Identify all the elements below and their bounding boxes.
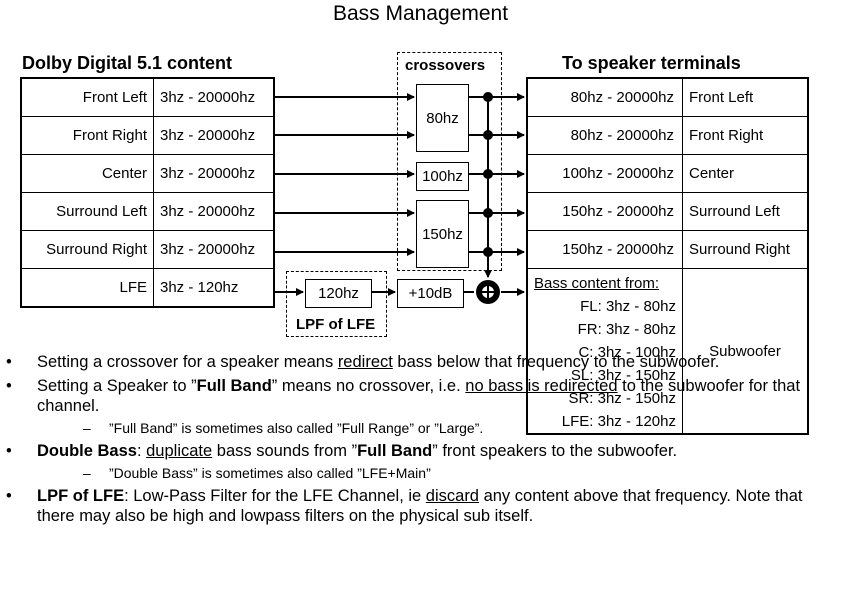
junction-dot [483,208,493,218]
note-emphasis: redirect [337,353,393,371]
bass-heading: Bass content from: [534,275,660,292]
note-bold: Full Band [357,442,433,460]
source-range: 3hz - 20000hz [153,154,275,193]
note-text: any content above that frequency. Note t… [37,487,803,525]
dest-range: 80hz - 20000hz [526,77,683,117]
note-item: Setting a crossover for a speaker means … [0,352,820,372]
note-text: ” means no crossover, i.e. [271,377,466,395]
lpf-box: 120hz [305,279,372,308]
note-bold: Double Bass [37,442,137,460]
summing-node-icon [476,280,500,304]
dest-range: 100hz - 20000hz [526,154,683,193]
source-range: 3hz - 120hz [153,268,275,308]
dest-header: To speaker terminals [562,53,741,73]
junction-dot [483,169,493,179]
dest-speaker: Front Left [682,77,809,117]
source-range: 3hz - 20000hz [153,116,275,155]
note-text: : [136,442,147,460]
note-text: Setting a Speaker to ” [37,377,197,395]
note-item: Setting a Speaker to ”Full Band” means n… [0,376,820,437]
lpf-label: LPF of LFE [296,316,376,333]
source-channel: Center [20,154,154,193]
junction-dot [483,247,493,257]
note-bold: LPF of LFE [37,487,125,505]
dest-speaker: Surround Left [682,192,809,231]
crossover-80-box: 80hz [416,84,469,152]
note-item: Double Bass: duplicate bass sounds from … [0,441,820,482]
dest-range: 80hz - 20000hz [526,116,683,155]
junction-dot [483,92,493,102]
source-range: 3hz - 20000hz [153,230,275,269]
note-emphasis: no bass is redirected [465,377,618,395]
source-header: Dolby Digital 5.1 content [22,53,233,73]
gain-box: +10dB [397,279,464,308]
note-text: : Low-Pass Filter for the LFE Channel, i… [124,487,426,505]
dest-speaker: Surround Right [682,230,809,269]
source-channel: Front Left [20,77,154,117]
note-emphasis: discard [425,487,479,505]
dest-speaker: Center [682,154,809,193]
note-text: bass below that frequency to the subwoof… [392,353,720,371]
source-channel: Surround Left [20,192,154,231]
crossovers-group [397,52,502,271]
sub-note: ”Double Bass” is sometimes also called ”… [37,464,820,482]
source-channel: LFE [20,268,154,308]
bass-line: FL: 3hz - 80hz [580,298,676,315]
note-bold: Full Band [196,377,272,395]
note-emphasis: duplicate [146,442,213,460]
dest-range: 150hz - 20000hz [526,230,683,269]
source-range: 3hz - 20000hz [153,192,275,231]
note-text: ” front speakers to the subwoofer. [432,442,678,460]
note-text: Setting a crossover for a speaker means [37,353,338,371]
source-channel: Front Right [20,116,154,155]
note-item: LPF of LFE: Low-Pass Filter for the LFE … [0,486,820,526]
crossover-150-box: 150hz [416,200,469,268]
note-text: bass sounds from ” [212,442,358,460]
notes-list: Setting a crossover for a speaker means … [0,352,820,530]
sub-note: ”Full Band” is sometimes also called ”Fu… [37,419,820,437]
source-range: 3hz - 20000hz [153,77,275,117]
crossover-100-box: 100hz [416,162,469,191]
note-text: to the subwoofer for that channel. [37,377,801,415]
page-title: Bass Management [332,2,509,25]
crossovers-label: crossovers [405,57,486,74]
bass-line: FR: 3hz - 80hz [577,321,676,338]
lpf-group [286,271,387,337]
junction-dot [483,130,493,140]
source-channel: Surround Right [20,230,154,269]
